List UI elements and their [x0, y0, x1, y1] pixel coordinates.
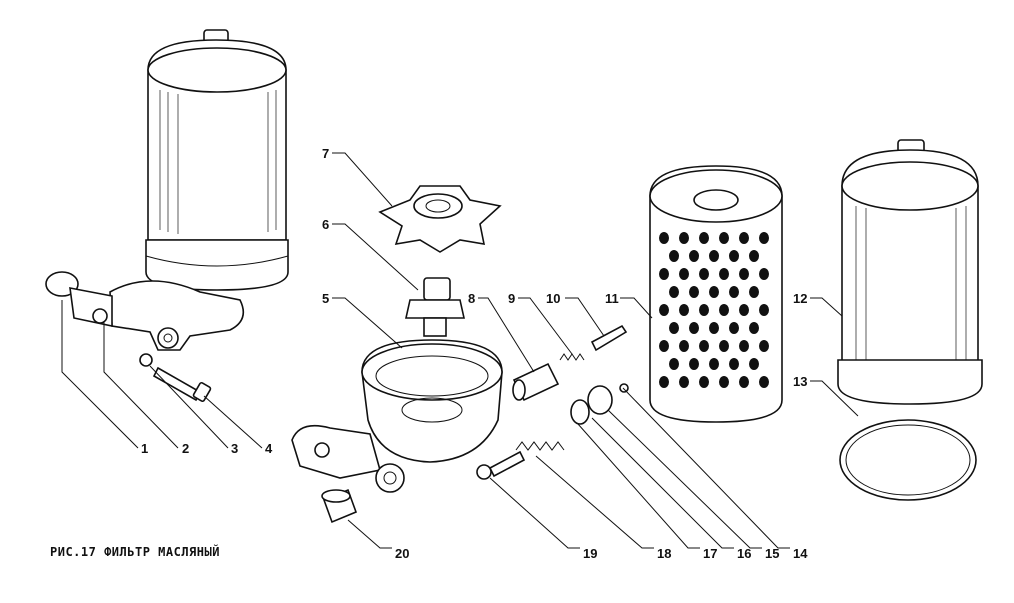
perforation-hole [709, 322, 719, 334]
filter-cap-icon [837, 139, 983, 405]
perforation-hole [699, 340, 709, 352]
perforation-hole [749, 250, 759, 262]
perforation-hole [659, 376, 669, 388]
callout-13: 13 [793, 374, 807, 389]
star-nut-icon [378, 185, 502, 253]
perforation-hole [729, 250, 739, 262]
perforation-hole [679, 268, 689, 280]
perforation-hole [739, 304, 749, 316]
perforation-hole [759, 232, 769, 244]
callout-19: 19 [583, 546, 597, 561]
perforation-hole [749, 322, 759, 334]
perforation-hole [719, 376, 729, 388]
figure-caption: РИС.17 ФИЛЬТР МАСЛЯНЫЙ [50, 545, 220, 559]
perforated-filter-element-icon [649, 165, 783, 423]
callout-18: 18 [657, 546, 671, 561]
perforation-hole [659, 304, 669, 316]
perforation-hole [709, 286, 719, 298]
perforation-hole [699, 232, 709, 244]
callout-10: 10 [546, 291, 560, 306]
perforation-hole [669, 358, 679, 370]
perforation-hole [719, 232, 729, 244]
assembled-filter-icon [45, 29, 289, 402]
callout-14: 14 [793, 546, 808, 561]
perforation-hole [709, 250, 719, 262]
callout-4: 4 [265, 441, 273, 456]
callout-3: 3 [231, 441, 238, 456]
callout-1: 1 [141, 441, 148, 456]
perforation-hole [689, 250, 699, 262]
callout-16: 16 [737, 546, 751, 561]
callout-5: 5 [322, 291, 329, 306]
valve-assembly-icon [512, 324, 628, 402]
callout-6: 6 [322, 217, 329, 232]
callout-20: 20 [395, 546, 409, 561]
perforation-hole [669, 322, 679, 334]
perforation-hole [659, 232, 669, 244]
callout-2: 2 [182, 441, 189, 456]
perforation-hole [739, 268, 749, 280]
perforation-hole [749, 358, 759, 370]
perforation-hole [679, 304, 689, 316]
filter-housing-icon [291, 339, 503, 493]
perforation-hole [689, 358, 699, 370]
perforation-hole [679, 376, 689, 388]
perforation-hole [739, 376, 749, 388]
perforation-hole [719, 304, 729, 316]
perforation-hole [729, 322, 739, 334]
callouts: 1 2 3 4 5 6 7 8 9 10 11 12 13 14 15 16 1… [141, 146, 808, 561]
perforation-hole [739, 340, 749, 352]
perforation-hole [669, 250, 679, 262]
callout-8: 8 [468, 291, 475, 306]
perforation-hole [759, 268, 769, 280]
gasket-ring-icon [839, 419, 977, 501]
perforation-hole [669, 286, 679, 298]
perforation-hole [709, 358, 719, 370]
perforation-hole [749, 286, 759, 298]
perforation-hole [719, 268, 729, 280]
perforation-hole [659, 340, 669, 352]
perforation-hole [759, 340, 769, 352]
perforation-hole [699, 268, 709, 280]
bypass-valve-icon [476, 383, 629, 480]
perforation-hole [759, 304, 769, 316]
callout-15: 15 [765, 546, 779, 561]
perforation-hole [689, 322, 699, 334]
perforation-hole [689, 286, 699, 298]
plug-icon [321, 488, 358, 524]
callout-9: 9 [508, 291, 515, 306]
leader-lines [61, 152, 859, 549]
perforation-hole [679, 340, 689, 352]
callout-7: 7 [322, 146, 329, 161]
callout-11: 11 [605, 291, 619, 306]
callout-17: 17 [703, 546, 717, 561]
perforation-hole [739, 232, 749, 244]
perforation-hole [659, 268, 669, 280]
callout-12: 12 [793, 291, 807, 306]
perforation-hole [679, 232, 689, 244]
perforation-hole [729, 358, 739, 370]
perforation-hole [759, 376, 769, 388]
perforation-hole [719, 340, 729, 352]
perforation-hole [729, 286, 739, 298]
fitting-icon [405, 277, 465, 337]
perforation-hole [699, 304, 709, 316]
perforation-hole [699, 376, 709, 388]
